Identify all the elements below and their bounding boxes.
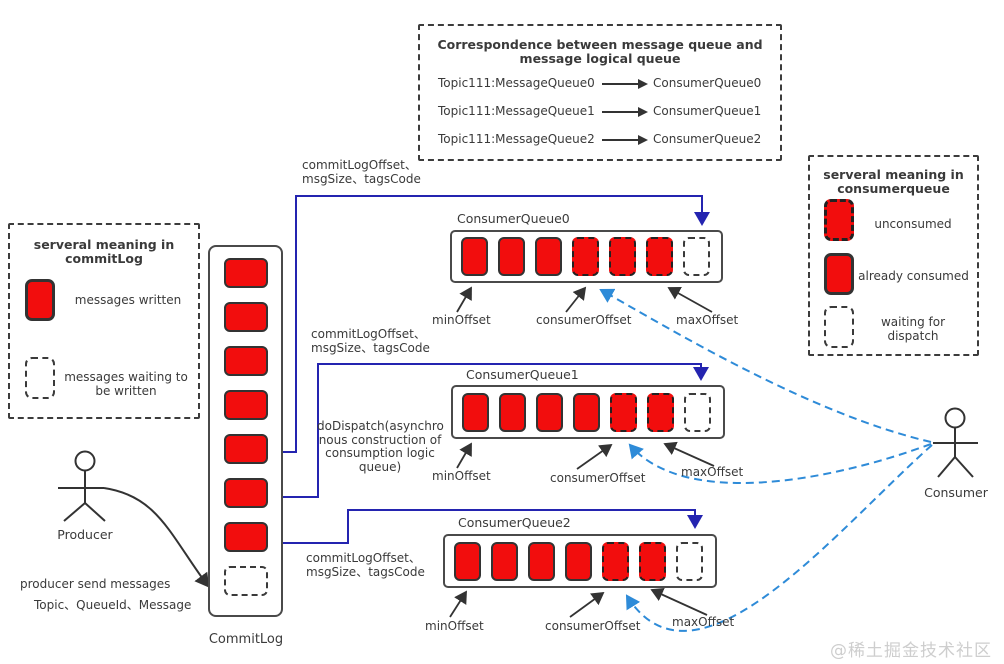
- message-queue-name: Topic111:MessageQueue0: [438, 76, 595, 90]
- slot-consumed: [454, 541, 481, 581]
- slot-unconsumed: [609, 237, 636, 276]
- queue0-box: [450, 230, 723, 283]
- commitlog-legend-title: serveral meaning in commitLog: [33, 237, 175, 266]
- slot-written: [223, 302, 268, 332]
- message-queue-name: Topic111:MessageQueue1: [438, 104, 595, 118]
- slot-waiting: [683, 237, 710, 276]
- messages-written-label: messages written: [74, 293, 182, 307]
- slot-waiting: [223, 566, 268, 596]
- consumer-figure: [933, 407, 978, 478]
- queue0-title: ConsumerQueue0: [457, 211, 570, 226]
- producer-figure: [58, 450, 106, 522]
- slot-consumed: [536, 392, 563, 432]
- mapping-arrow-icon: [602, 105, 648, 118]
- commitlog-label: CommitLog: [208, 632, 284, 647]
- queue0-max-offset-label: maxOffset: [676, 313, 739, 327]
- consumer-label: Consumer: [924, 485, 988, 500]
- dispatch-payload-label-q0: commitLogOffset、 msgSize、tagsCode: [302, 158, 421, 186]
- slot-consumed: [528, 541, 555, 581]
- watermark: @稀土掘金技术社区: [830, 641, 992, 661]
- slot-consumed: [491, 541, 518, 581]
- queue2-min-offset-label: minOffset: [425, 619, 484, 633]
- producer-label: Producer: [57, 527, 113, 542]
- queue1-max-offset-label: maxOffset: [681, 465, 744, 479]
- consumer-queue-name: ConsumerQueue0: [653, 76, 762, 90]
- queue1-title: ConsumerQueue1: [466, 367, 579, 382]
- queue2-consumer-offset-label: consumerOffset: [545, 619, 641, 633]
- slot-written: [223, 346, 268, 376]
- messages-waiting-swatch: [25, 357, 55, 399]
- correspondence-box: Correspondence between message queue and…: [418, 24, 782, 161]
- waiting-dispatch-label: waiting for dispatch: [880, 315, 946, 343]
- slot-written: [223, 434, 268, 464]
- slot-waiting: [684, 392, 711, 432]
- waiting-dispatch-swatch: [824, 306, 854, 348]
- mapping-row: Topic111:MessageQueue2 ConsumerQueue2: [420, 132, 780, 148]
- slot-consumed: [498, 237, 525, 276]
- slot-unconsumed: [572, 237, 599, 276]
- commitlog-legend: serveral meaning in commitLog messages w…: [8, 223, 200, 419]
- messages-written-swatch: [25, 279, 55, 321]
- consumerqueue-legend: serveral meaning in consumerqueue uncons…: [808, 155, 979, 356]
- mapping-row: Topic111:MessageQueue0 ConsumerQueue0: [420, 76, 780, 92]
- producer-send-arrow: [103, 487, 210, 588]
- slot-written: [223, 522, 268, 552]
- producer-note-line2: Topic、QueueId、Message: [34, 598, 192, 612]
- already-consumed-swatch: [824, 253, 854, 295]
- mapping-arrow-icon: [602, 77, 648, 90]
- consumer-queue-name: ConsumerQueue1: [653, 104, 762, 118]
- slot-consumed: [565, 541, 592, 581]
- queue1-box: [451, 385, 725, 439]
- queue2-box: [443, 534, 717, 588]
- queue2-title: ConsumerQueue2: [458, 515, 571, 530]
- dodispatch-note: doDispatch(asynchro nous construction of…: [317, 419, 444, 474]
- dispatch-payload-label-q1: commitLogOffset、 msgSize、tagsCode: [311, 327, 430, 355]
- slot-unconsumed: [602, 541, 629, 581]
- consumerqueue-legend-title: serveral meaning in consumerqueue: [823, 167, 964, 196]
- slot-unconsumed: [647, 392, 674, 432]
- slot-written: [223, 258, 268, 288]
- slot-unconsumed: [646, 237, 673, 276]
- slot-consumed: [462, 392, 489, 432]
- already-consumed-label: already consumed: [858, 269, 969, 283]
- slot-consumed: [573, 392, 600, 432]
- queue1-consumer-offset-label: consumerOffset: [550, 471, 646, 485]
- message-queue-name: Topic111:MessageQueue2: [438, 132, 595, 146]
- slot-unconsumed: [610, 392, 637, 432]
- queue2-max-offset-label: maxOffset: [672, 615, 735, 629]
- slot-consumed: [461, 237, 488, 276]
- queue0-min-offset-label: minOffset: [432, 313, 491, 327]
- consumer-queue-name: ConsumerQueue2: [653, 132, 762, 146]
- slot-written: [223, 390, 268, 420]
- queue0-consumer-offset-label: consumerOffset: [536, 313, 632, 327]
- slot-unconsumed: [639, 541, 666, 581]
- correspondence-title: Correspondence between message queue and…: [437, 37, 763, 66]
- slot-consumed: [499, 392, 526, 432]
- mapping-row: Topic111:MessageQueue1 ConsumerQueue1: [420, 104, 780, 120]
- producer-note-line1: producer send messages: [20, 577, 171, 591]
- slot-written: [223, 478, 268, 508]
- slot-consumed: [535, 237, 562, 276]
- mapping-arrow-icon: [602, 133, 648, 146]
- commitlog-box: [208, 245, 283, 617]
- messages-waiting-label: messages waiting to be written: [64, 370, 188, 398]
- unconsumed-label: unconsumed: [874, 217, 952, 231]
- dispatch-payload-label-q2: commitLogOffset、 msgSize、tagsCode: [306, 551, 425, 579]
- slot-waiting: [676, 541, 703, 581]
- unconsumed-swatch: [824, 199, 854, 241]
- queue1-min-offset-label: minOffset: [432, 469, 491, 483]
